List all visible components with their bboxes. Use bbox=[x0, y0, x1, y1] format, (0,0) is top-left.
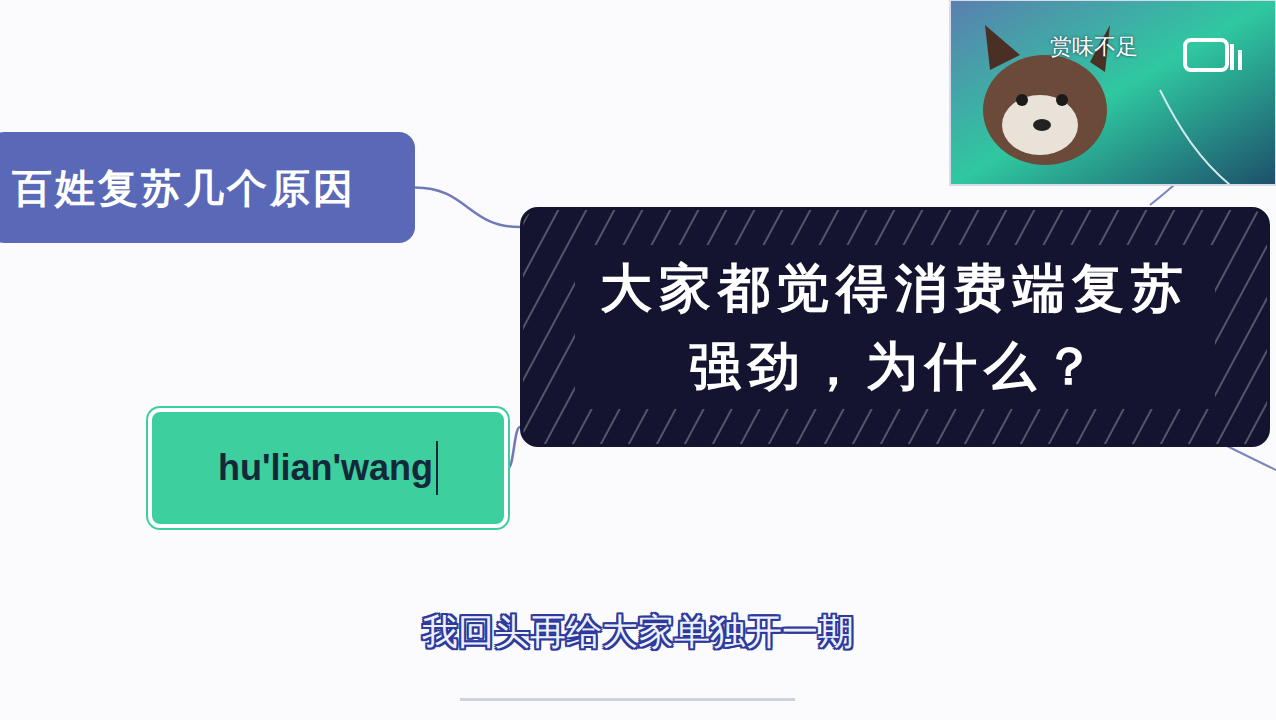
webcam-caption: 赏味不足 bbox=[1050, 32, 1138, 62]
topic-box: 百姓复苏几个原因 bbox=[0, 132, 415, 243]
node-text: 百姓复苏几个原因 bbox=[12, 158, 356, 218]
editing-topic-box: hu'lian'wang bbox=[148, 408, 508, 528]
progress-bar bbox=[460, 698, 795, 701]
branch-connector bbox=[508, 427, 520, 468]
subtitle: 我回头再给大家单独开一期 bbox=[422, 608, 854, 657]
node-text: 大家都觉得消费端复苏强劲，为什么？ bbox=[575, 245, 1215, 409]
node-text: hu'lian'wang bbox=[218, 441, 438, 495]
webcam-picture bbox=[950, 0, 1276, 185]
central-topic-box: 大家都觉得消费端复苏强劲，为什么？ bbox=[520, 207, 1270, 447]
branch-connector bbox=[415, 188, 520, 228]
